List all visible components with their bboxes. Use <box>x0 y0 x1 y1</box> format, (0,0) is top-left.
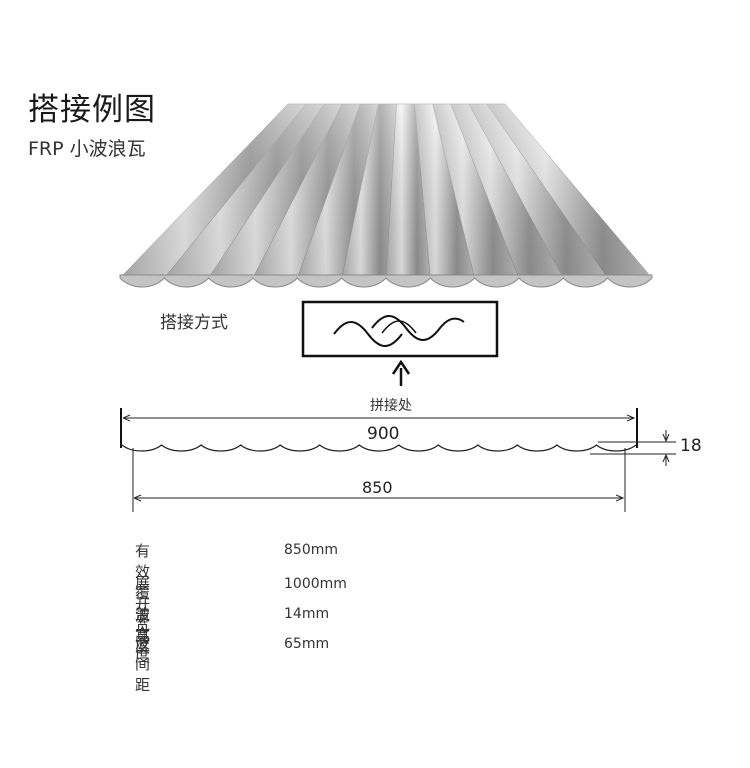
product-subtitle: FRP 小波浪瓦 <box>28 138 146 160</box>
spec-label: 展开宽度 <box>135 574 151 655</box>
spec-label: 波高 <box>135 606 151 645</box>
overlap-detail-box <box>301 300 499 358</box>
spec-label: 波间距 <box>135 634 151 694</box>
spec-value: 65mm <box>284 636 330 652</box>
overlap-method-label: 搭接方式 <box>160 313 228 333</box>
spec-value: 850mm <box>284 542 338 558</box>
spec-value: 1000mm <box>284 576 347 592</box>
joint-label: 拼接处 <box>370 398 412 414</box>
wave-height-value: 18 <box>680 436 702 456</box>
cross-section-profile <box>120 408 638 452</box>
wave-height-dimension <box>590 430 676 466</box>
total-width-value: 900 <box>367 424 400 444</box>
joint-arrow <box>391 359 411 386</box>
effective-width-value: 850 <box>362 478 393 497</box>
spec-value: 14mm <box>284 606 330 622</box>
page-title: 搭接例图 <box>28 92 156 128</box>
spec-label: 有效覆盖宽度 <box>135 542 151 665</box>
corrugated-sheet-illustration <box>119 103 653 288</box>
effective-width-dimension <box>132 448 626 512</box>
